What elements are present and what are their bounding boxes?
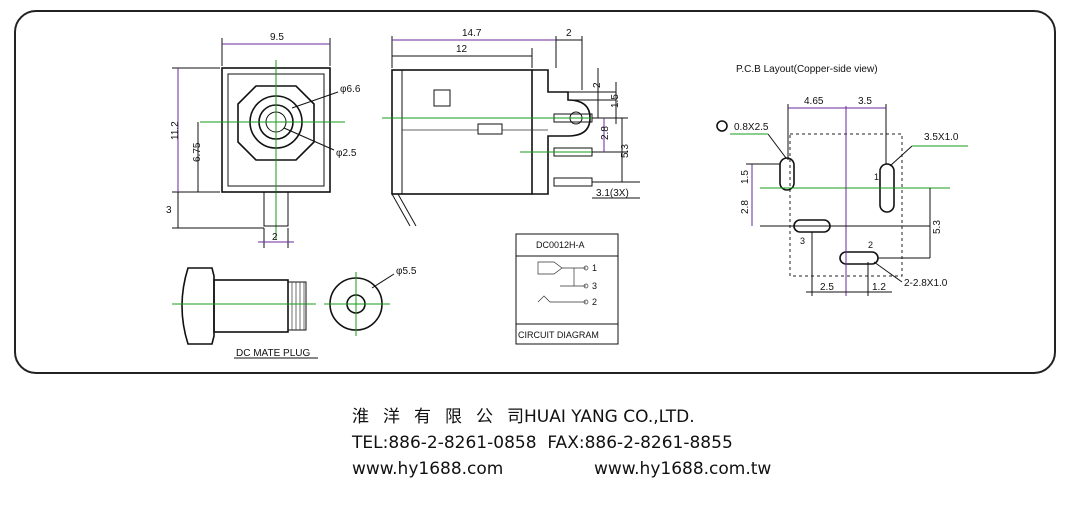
circuit-pin-1: 1 (592, 263, 597, 273)
pcb-slot-label-right: 3.5X1.0 (924, 132, 959, 143)
pcb-pin-2: 2 (868, 240, 873, 250)
dim-body-text: 12 (456, 44, 468, 55)
tel-number: TEL:886-2-8261-0858 (352, 433, 537, 453)
pcb-dim-left-2: 2.8 (740, 200, 751, 214)
pcb-leader-left (767, 133, 787, 159)
pcb-dim-left-1: 1.5 (740, 170, 751, 184)
side-view: 14.7 12 2 2 1.5 2.8 5.3 3.1(3X) (382, 28, 640, 227)
dim-tab-text: 2 (566, 28, 572, 39)
circuit-plug-symbol (537, 261, 563, 275)
circuit-terminal-2 (583, 299, 589, 305)
company-name-en: 司HUAI YANG CO.,LTD. (507, 407, 695, 427)
leader-hole (291, 91, 339, 109)
pcb-dim-bottom-1: 2.5 (820, 282, 834, 293)
company-footer: 淮洋有限公司HUAI YANG CO.,LTD. TEL:886-2-8261-… (352, 404, 872, 482)
hole-diameter-text: φ6.6 (340, 84, 361, 95)
leader-pin (283, 127, 335, 151)
side-screw (477, 123, 503, 135)
pcb-pin-1: 1 (874, 172, 879, 182)
plug-knurl (287, 281, 307, 331)
front-pin (263, 191, 289, 227)
plug-end-view: φ5.5 (324, 266, 417, 336)
circuit-switch (537, 295, 586, 303)
pin-diameter-text: φ2.5 (336, 148, 357, 159)
dim-pin-width-text: 2 (272, 232, 278, 243)
pcb-slot-label-left: 0.8X2.5 (734, 122, 769, 133)
pcb-pin-3: 3 (800, 236, 805, 246)
dim-height-text: 11.2 (170, 121, 181, 140)
dim-offset-text-1: 2 (592, 82, 603, 88)
circuit-terminal-3 (583, 283, 589, 289)
pcb-leader-right (889, 145, 913, 167)
dim-width-text: 9.5 (270, 32, 284, 43)
plug-head (181, 267, 215, 345)
side-lead (397, 193, 417, 227)
pcb-title: P.C.B Layout(Copper-side view) (736, 64, 878, 75)
dim-spacing-text: 2.8 (600, 126, 611, 140)
side-lead (391, 193, 411, 227)
dim-span-text: 5.3 (620, 144, 631, 158)
website-2[interactable]: www.hy1688.com.tw (594, 459, 772, 479)
side-pin-bottom (553, 177, 593, 187)
pcb-slot-label-bottom: 2-2.8X1.0 (904, 278, 948, 289)
pcb-leader-bottom (873, 261, 903, 283)
front-view: 9.5 11.2 6.75 3 2 φ6.6 φ2.5 (166, 32, 361, 248)
pcb-dim-top-2: 3.5 (858, 96, 872, 107)
footer-web-row: www.hy1688.com www.hy1688.com.tw (352, 456, 872, 482)
dim-offset-text-2: 1.5 (610, 94, 621, 108)
dc-mate-plug: DC MATE PLUG (172, 267, 318, 359)
company-name-cn: 淮洋有限公 (352, 407, 507, 427)
plug-end-leader (371, 273, 395, 289)
socket-octagon (237, 85, 315, 161)
side-body-outline (391, 69, 533, 195)
pcb-dim-right: 5.3 (932, 220, 943, 234)
circuit-caption: CIRCUIT DIAGRAM (518, 330, 599, 340)
circuit-diagram: DC0012H-A CIRCUIT DIAGRAM 1 3 2 (515, 233, 619, 345)
fax-number: FAX:886-2-8261-8855 (547, 433, 733, 453)
dim-pin-offset-text: 3 (166, 205, 172, 216)
circuit-title: DC0012H-A (536, 240, 585, 250)
side-window (433, 89, 451, 107)
pcb-mount-hole (716, 120, 728, 132)
dim-total-text: 14.7 (462, 28, 482, 39)
pcb-dim-top-1: 4.65 (804, 96, 824, 107)
dim-center-text: 6.75 (192, 142, 203, 162)
circuit-pin-3: 3 (592, 281, 597, 291)
circuit-pin-2: 2 (592, 297, 597, 307)
circuit-terminal-1 (583, 265, 589, 271)
footer-company-row: 淮洋有限公司HUAI YANG CO.,LTD. (352, 404, 872, 430)
plug-barrel (213, 279, 289, 333)
plug-label: DC MATE PLUG (236, 348, 310, 359)
circuit-box (515, 233, 619, 345)
side-terminal-outline (532, 69, 591, 195)
dim-pin-width-side-text: 3.1(3X) (596, 188, 629, 199)
pcb-slot-left (779, 157, 795, 191)
pcb-layout: P.C.B Layout(Copper-side view) 4.65 3.5 … (716, 64, 968, 296)
website-1[interactable]: www.hy1688.com (352, 459, 504, 479)
footer-phone-row: TEL:886-2-8261-0858 FAX:886-2-8261-8855 (352, 430, 872, 456)
plug-end-diameter: φ5.5 (396, 266, 417, 277)
pcb-dim-bottom-2: 1.2 (872, 282, 886, 293)
